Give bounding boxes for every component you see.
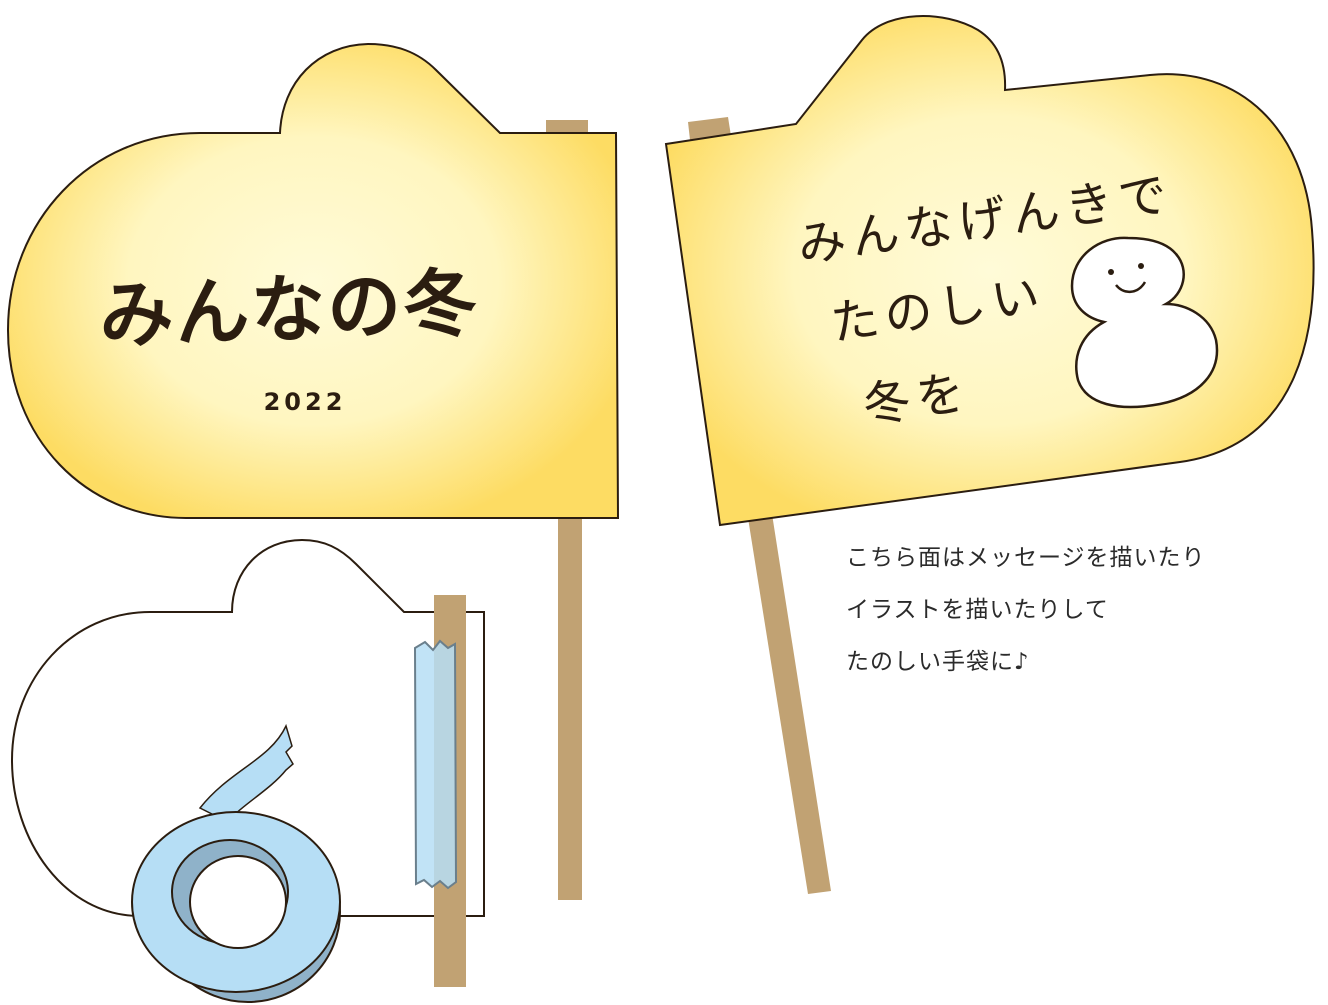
back-mitten: みんなげんきで たのしい 冬を <box>664 15 1315 527</box>
tape-strip-icon <box>413 639 458 890</box>
template-mitten <box>10 538 485 1003</box>
front-mitten: みんなの冬 2022 <box>6 42 620 519</box>
back-stick-top <box>688 117 731 140</box>
back-stick <box>748 514 831 894</box>
note-line-2: イラストを描いたりして <box>846 597 1109 623</box>
snowman-icon <box>1070 236 1219 409</box>
front-stick-lower <box>558 518 582 900</box>
note-line-1: こちら面はメッセージを描いたり <box>846 545 1206 571</box>
front-mitten-shape <box>6 42 620 519</box>
note-line-3: たのしい手袋に♪ <box>846 649 1030 675</box>
front-title: みんなの冬 <box>98 260 481 359</box>
front-year: 2022 <box>264 388 347 416</box>
masking-tape-icon <box>131 723 341 1003</box>
template-mitten-shape <box>10 538 485 917</box>
front-stick <box>546 120 588 134</box>
back-mitten-shape <box>664 15 1315 527</box>
instruction-note: こちら面はメッセージを描いたり イラストを描いたりして たのしい手袋に♪ <box>846 532 1286 688</box>
